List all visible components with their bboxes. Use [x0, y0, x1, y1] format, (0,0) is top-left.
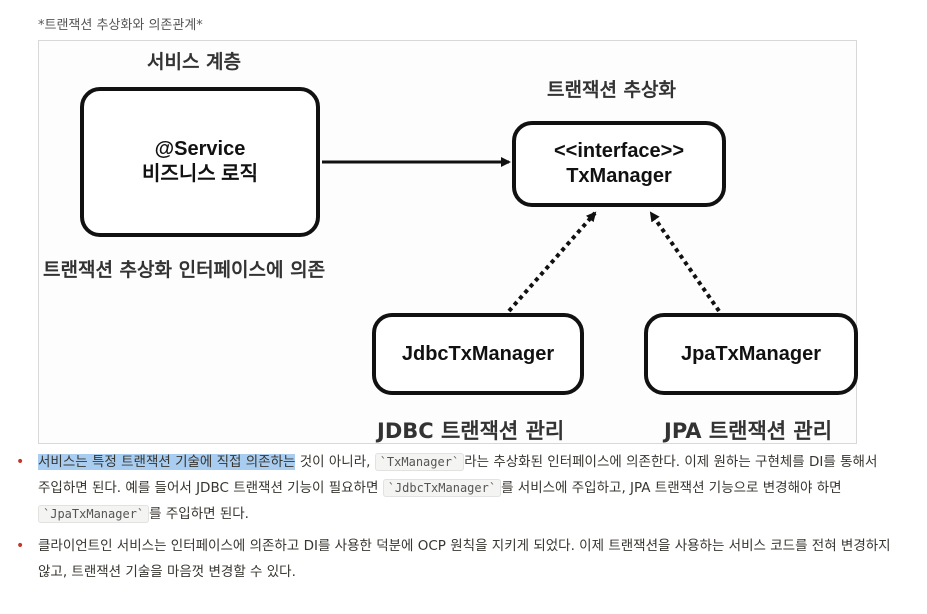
diagram: 서비스 계층 트랜잭션 추상화 @Service 비즈니스 로직 <<inter… [38, 40, 858, 444]
highlighted-text: 서비스는 특정 트랜잭션 기술에 직접 의존하는 [38, 454, 296, 470]
explanation-list: • 서비스는 특정 트랜잭션 기술에 직접 의존하는 것이 아니라, `TxMa… [14, 449, 894, 585]
text-segment: 라는 추상화된 인터페이스에 의존한다. 이제 원하는 구현체를 DI를 통해서… [38, 454, 878, 496]
jpa-implements-arrow [649, 211, 721, 313]
jdbc-label: JDBC 트랜잭션 관리 [377, 419, 565, 443]
text-segment: 를 주입하면 된다. [149, 506, 249, 522]
jdbc-txmanager-box: JdbcTxManager [372, 313, 584, 395]
text-segment: 를 서비스에 주입하고, JPA 트랜잭션 기능으로 변경해야 하면 [501, 480, 842, 496]
txmanager-name: TxManager [566, 165, 672, 187]
code-txmanager: `TxManager` [374, 453, 465, 471]
bullet-dot: • [16, 538, 25, 554]
jpa-txmanager-box: JpaTxManager [644, 313, 858, 395]
jpa-label: JPA 트랜잭션 관리 [664, 419, 833, 443]
dependency-label: 트랜잭션 추상화 인터페이스에 의존 [43, 259, 326, 281]
code-jdbc-txmanager: `JdbcTxManager` [382, 479, 502, 497]
jdbc-txmanager-name: JdbcTxManager [401, 342, 555, 365]
jpa-txmanager-name: JpaTxManager [680, 342, 822, 365]
service-box: @Service 비즈니스 로직 [80, 87, 320, 237]
bullet-item-di: • 서비스는 특정 트랜잭션 기술에 직접 의존하는 것이 아니라, `TxMa… [14, 449, 894, 527]
service-annotation: @Service [154, 138, 246, 160]
business-logic-text: 비즈니스 로직 [142, 163, 258, 185]
dependency-arrows [322, 157, 721, 313]
figure-caption: *트랜잭션 추상화와 의존관계* [38, 18, 203, 33]
text-segment: 것이 아니라, [295, 454, 375, 470]
interface-stereotype: <<interface>> [553, 140, 685, 162]
service-layer-label: 서비스 계층 [147, 51, 242, 73]
abstraction-label: 트랜잭션 추상화 [547, 79, 676, 101]
bullet-dot: • [16, 454, 25, 470]
ocp-text: 클라이언트인 서비스는 인터페이스에 의존하고 DI를 사용한 덕분에 OCP … [38, 538, 891, 580]
bullet-item-ocp: • 클라이언트인 서비스는 인터페이스에 의존하고 DI를 사용한 덕분에 OC… [14, 533, 894, 585]
txmanager-interface-box: <<interface>> TxManager [512, 121, 726, 207]
code-jpa-txmanager: `JpaTxManager` [38, 505, 150, 523]
jdbc-implements-arrow [507, 211, 597, 313]
